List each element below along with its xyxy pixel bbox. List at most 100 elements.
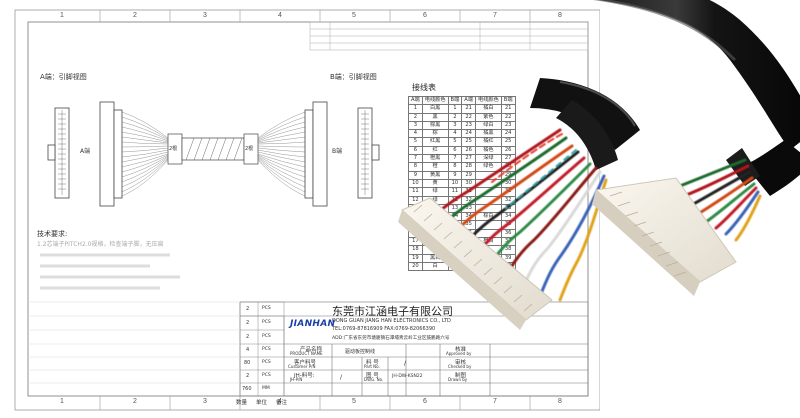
end-a-label: A端 [80,148,91,155]
wiring-table-cell: 15 [447,220,463,230]
wiring-table-cell: 29 [500,170,516,180]
wiring-table-cell: 36 [500,228,516,239]
bom-unit: PCS [262,373,271,378]
cable-body [167,133,259,165]
wiring-table-cell [475,228,502,239]
wiring-table-cell: 25 [500,137,516,147]
wiring-table-cell: 2 [408,112,423,122]
wiring-table-cell: 橘白 [475,104,502,114]
drawing-number-en: DWG. No. [364,377,384,382]
product-name-label: 产品名称 [300,347,323,353]
twist-label: 2根 [245,146,254,152]
wiring-table-cell: 39 [461,253,477,263]
wiring-table-cell: 橙白 [475,237,502,247]
wiring-table-cell: 白 [421,261,449,272]
zone-number: 6 [423,12,427,19]
col-header: A端 [461,95,477,106]
jh-pn-value: / [340,374,343,381]
bom-qty: 2 [246,373,250,379]
wiring-table-cell: 绿色 [475,162,502,172]
wiring-table-cell: 红 [421,145,449,156]
wiring-table-cell: 白黑 [421,104,449,114]
bom-qty: 2 [246,306,250,312]
wiring-table-cell: 19 [447,253,463,263]
wiring-table-cell: 8 [408,162,423,172]
wiring-table-cell [475,178,502,189]
wiring-table-cell: 26 [500,145,516,156]
wiring-table-cell: 棕黑 [421,120,449,131]
wiring-table-cell [475,253,502,263]
wiring-table-cell: 12 [447,195,463,205]
col-header: B端 [447,95,463,106]
wiring-table-title: 接线表 [412,83,436,92]
wiring-table-cell: 蓝 [421,212,449,222]
wiring-table-cell: 20 [447,261,463,272]
approved-label: 核准 [455,347,467,353]
wiring-table-cell [475,261,502,272]
wiring-table-cell: 7 [408,154,423,164]
wiring-table-cell: 40 [500,261,516,272]
wiring-table-cell: 黑 [421,112,449,122]
zone-number: 5 [352,398,356,405]
wiring-table-cell: 24 [500,129,516,139]
wiring-table-cell: 31 [500,187,516,197]
wiring-table-cell: 10 [447,178,463,189]
wiring-table-header: A端 电线颜色 B端 A端 电线颜色 B端 [408,95,516,106]
bom-qty: 4 [246,347,250,353]
bom-unit: PCS [262,347,271,352]
wiring-table-cell: 14 [447,212,463,222]
wiring-table-cell: 22 [500,112,516,122]
wiring-table-cell: 1 [447,104,463,114]
col-header: 电线颜色 [421,95,449,106]
bom-table [239,301,285,397]
wiring-table-cell: 31 [461,187,477,197]
zone-number: 1 [60,398,64,405]
wiring-table-cell: 21 [461,104,477,114]
wiring-table-cell: 16 [408,228,423,239]
part-no-value: / [404,360,407,367]
wiring-table-cell: 蓝黑 [421,203,449,214]
wiring-table-cell: 16 [447,228,463,239]
zone-number: 2 [133,398,137,405]
product-name-value: 驱动板控制线 [345,349,376,355]
checked-label: 审核 [455,360,467,366]
wiring-table-cell [475,195,502,205]
wiring-table-cell: 7 [447,154,463,164]
zone-number: 7 [493,12,497,19]
wiring-table-cell: 27 [500,154,516,164]
wiring-table-cell [475,220,502,230]
part-no-en: Part No. [364,364,380,369]
wiring-table-cell: 21 [500,104,516,114]
jh-pn-label: JH-料号: [294,373,315,379]
wiring-table-cell: 深绿 [475,154,502,164]
wiring-table-cell: 9 [447,170,463,180]
wiring-table-cell: 39 [500,253,516,263]
wiring-table-cell: 37 [500,237,516,247]
wiring-table-cell: 28 [500,162,516,172]
wiring-table-cell: 24 [461,129,477,139]
wiring-table-cell: 19 [408,253,423,263]
wiring-table-cell: 34 [461,212,477,222]
notes-title: 技术要求: [37,230,68,238]
company-logo: JIANHAN [290,318,336,330]
wiring-table-cell [475,245,502,255]
bom-qty: 2 [246,334,250,340]
connector-a-side [99,101,123,207]
company-name: 东莞市江涵电子有限公司 [332,305,453,318]
wiring-table-cell: 33 [461,203,477,214]
wiring-table-cell: 9 [408,170,423,180]
